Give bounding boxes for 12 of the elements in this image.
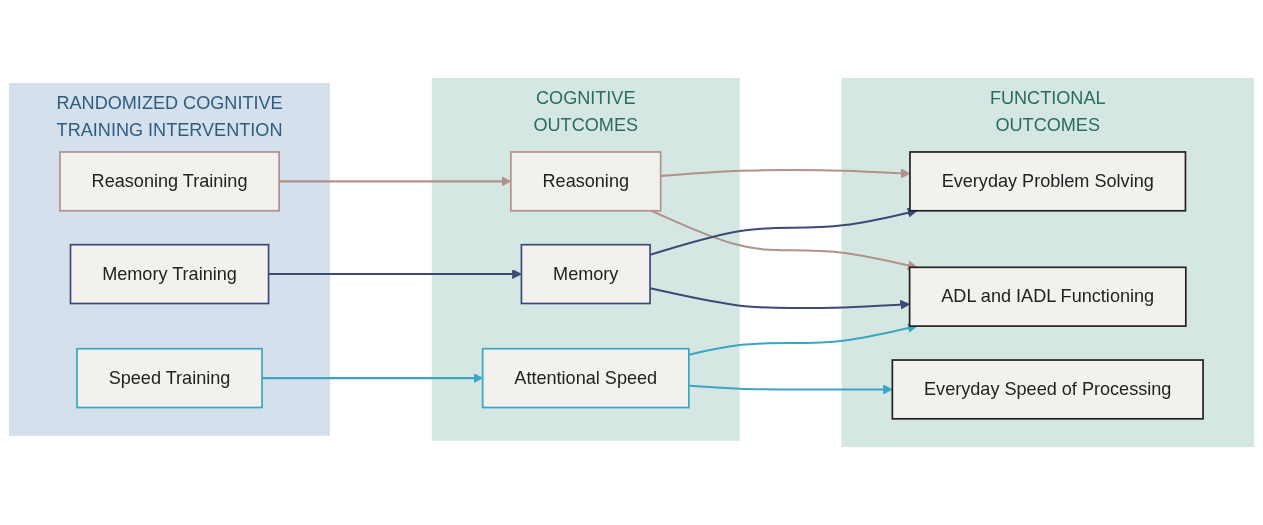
- node-box: Everyday Speed of Processing: [891, 359, 1204, 420]
- arrow: [268, 269, 522, 280]
- node-box: Everyday Problem Solving: [909, 151, 1187, 212]
- node-box: ADL and IADL Functioning: [908, 266, 1187, 327]
- node-box: Attentional Speed: [481, 347, 690, 409]
- node-box: Memory Training: [69, 243, 270, 305]
- node-box: Speed Training: [76, 347, 263, 409]
- arrow: [688, 384, 893, 395]
- arrow: [688, 323, 918, 356]
- node-box: Memory: [520, 243, 651, 305]
- node-box: Reasoning: [510, 151, 662, 212]
- node-box: Reasoning Training: [59, 151, 280, 212]
